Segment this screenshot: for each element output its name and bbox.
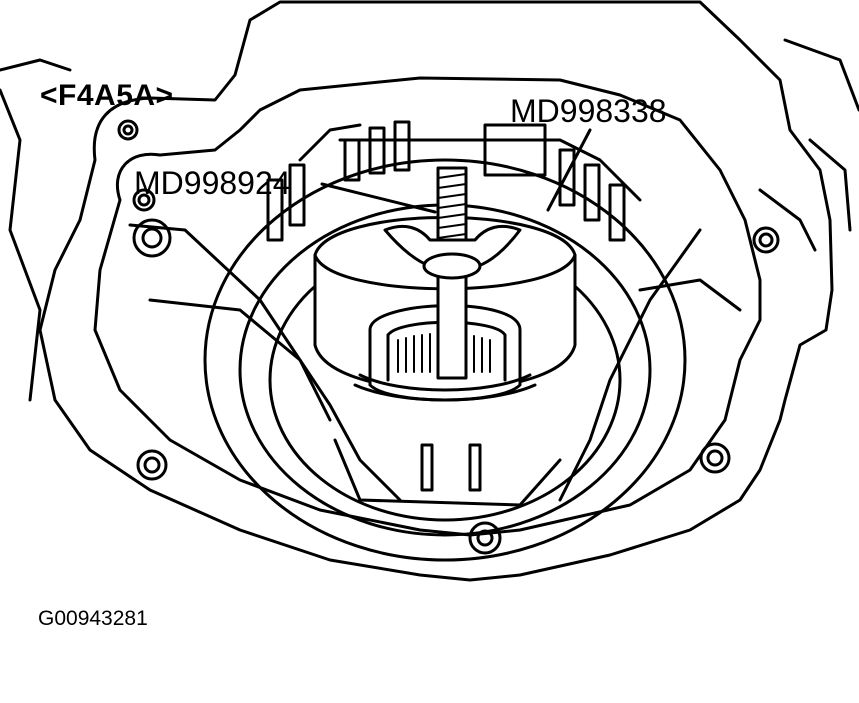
leader-line-md998924: [320, 182, 437, 214]
bolt-hole: [136, 449, 168, 481]
figure-id: G00943281: [38, 607, 148, 630]
spring-coils: [397, 333, 491, 373]
leader-line-md998338: [546, 128, 592, 212]
variant-label: <F4A5A>: [40, 79, 174, 112]
callout-md998924: MD998924: [134, 165, 291, 201]
bolt-hole: [132, 218, 172, 258]
leader-lines: [320, 128, 592, 214]
callout-md998338: MD998338: [510, 93, 667, 129]
bolt-hole: [468, 521, 502, 555]
bolt-hole: [132, 188, 156, 212]
bolt-hole: [699, 442, 731, 474]
bolt-hole: [117, 119, 139, 141]
drum-slots: [266, 120, 626, 242]
bolt-hole: [752, 226, 780, 254]
bolt-tool: [383, 166, 522, 380]
clutch-drum: [203, 120, 687, 562]
bolt-threads: [437, 173, 467, 239]
bolt-holes: [117, 119, 780, 555]
